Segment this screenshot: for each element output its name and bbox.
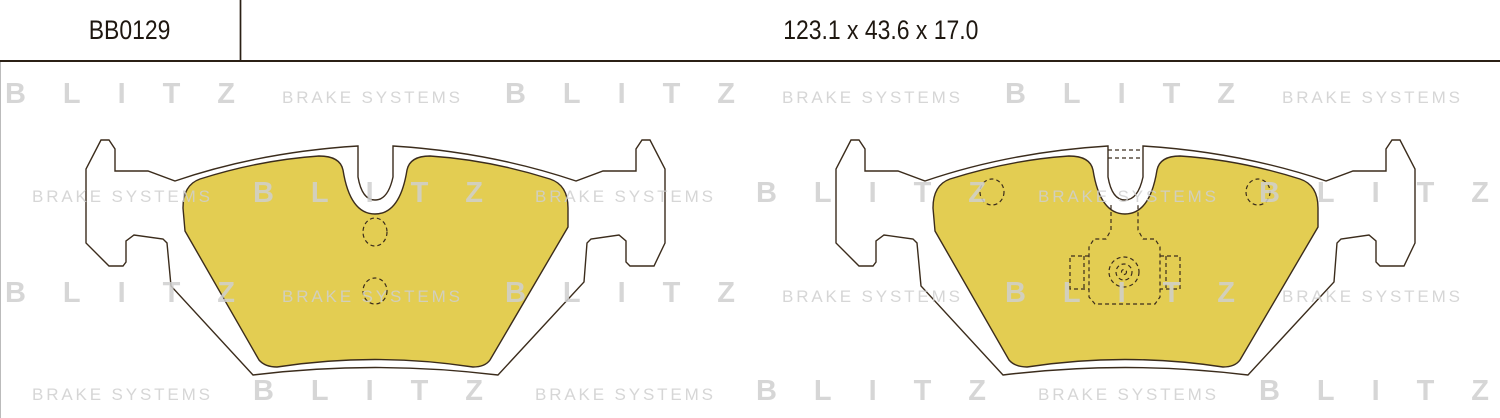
watermark-tagline: BRAKE SYSTEMS [32,385,210,404]
watermark-tagline: BRAKE SYSTEMS [32,187,210,206]
watermark-brand: BLITZ [756,375,986,407]
watermark-tagline: BRAKE SYSTEMS [1038,385,1216,404]
watermark-tagline: BRAKE SYSTEMS [782,88,960,107]
header-bar: BB0129 123.1 x 43.6 x 17.0 [0,0,1500,62]
pad-right [835,139,1416,376]
watermark-tagline: BRAKE SYSTEMS [1282,88,1460,107]
watermark-brand: BLITZ [5,78,235,110]
watermark-tagline: BRAKE SYSTEMS [282,88,460,107]
hidden-hole [979,178,1005,206]
watermark-tagline: BRAKE SYSTEMS [535,385,713,404]
watermark-tagline: BRAKE SYSTEMS [782,287,960,306]
watermark-brand: BLITZ [1005,78,1235,110]
wear-sensor-clip [979,149,1271,305]
product-dimensions: 123.1 x 43.6 x 17.0 [261,0,1500,60]
dimensions-text: 123.1 x 43.6 x 17.0 [782,14,979,45]
pad-left [85,139,666,376]
product-code: BB0129 [20,0,242,60]
frame-border [0,62,1,418]
watermark-brand: BLITZ [253,375,483,407]
watermark-brand: BLITZ [505,78,735,110]
hidden-hole [1245,178,1271,206]
hidden-hole [362,217,388,247]
hidden-hole [362,277,388,305]
watermark-brand: BLITZ [1259,375,1489,407]
